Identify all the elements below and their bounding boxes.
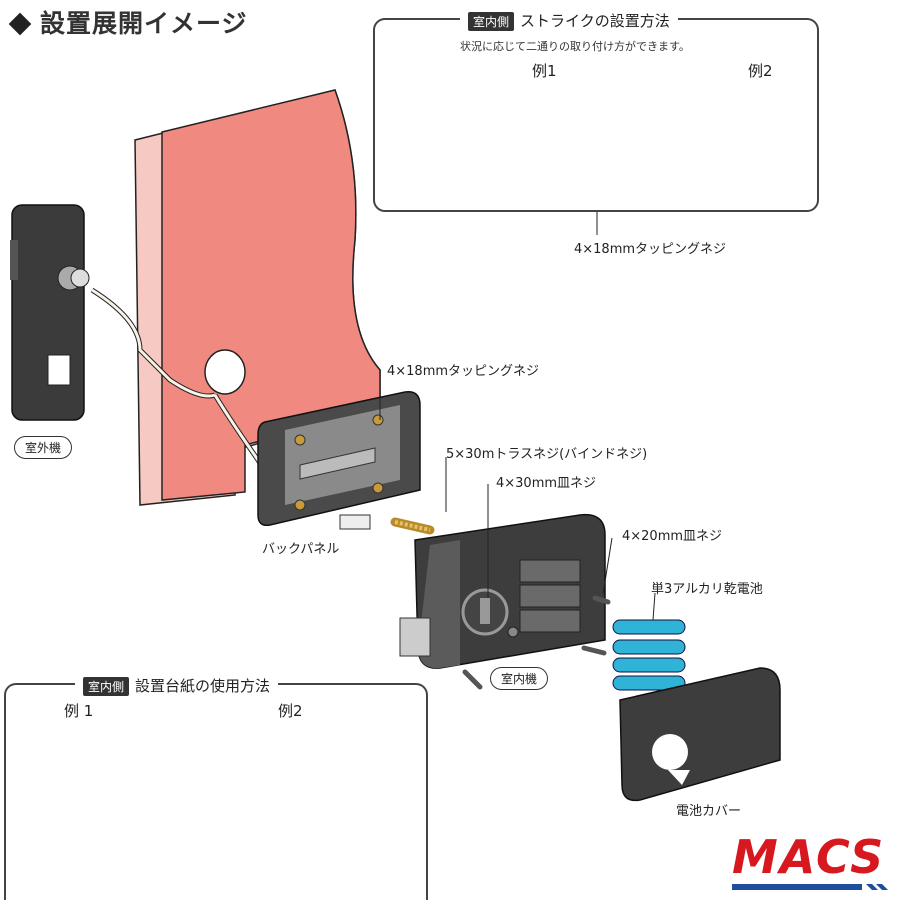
battery-illustration bbox=[612, 619, 686, 691]
back-panel-label: バックパネル bbox=[262, 542, 340, 557]
template-example-1-label: 例 1 bbox=[64, 702, 94, 720]
truss-screw-label: 5×30mトラスネジ(バインドネジ) bbox=[446, 447, 648, 462]
battery-cover-label: 電池カバー bbox=[676, 804, 742, 819]
outdoor-unit-label: 室外機 bbox=[14, 436, 73, 459]
template-usage-panel bbox=[4, 683, 428, 900]
strike-panel-heading: 室内側ストライクの設置方法 bbox=[460, 10, 678, 31]
strike-example-1-label: 例1 bbox=[532, 62, 557, 80]
strike-panel-note: 状況に応じて二通りの取り付け方ができます。 bbox=[460, 40, 690, 53]
flat-screw-30-label: 4×30mm皿ネジ bbox=[496, 476, 597, 491]
battery-cover-illustration bbox=[619, 667, 781, 802]
logo-text: MACS bbox=[732, 830, 886, 884]
outdoor-unit-illustration bbox=[10, 204, 90, 421]
back-panel-illustration bbox=[257, 391, 421, 530]
strike-example-2-label: 例2 bbox=[748, 62, 773, 80]
page-title: 設置展開イメージ bbox=[6, 4, 248, 40]
macs-logo: MACS bbox=[732, 830, 892, 896]
indoor-unit-label: 室内機 bbox=[490, 667, 549, 690]
indoor-side-tag: 室内側 bbox=[468, 12, 515, 31]
truss-screw-illustration bbox=[390, 517, 435, 535]
flat-screw-20-label: 4×20mm皿ネジ bbox=[622, 529, 723, 544]
logo-stripes-icon bbox=[732, 884, 888, 890]
indoor-side-tag: 室内側 bbox=[83, 677, 130, 696]
door-illustration bbox=[134, 89, 381, 506]
tapping-screw-label: 4×18mmタッピングネジ bbox=[387, 364, 540, 379]
template-example-2-label: 例2 bbox=[278, 702, 303, 720]
indoor-unit-illustration bbox=[399, 513, 606, 669]
strike-screw-label: 4×18mmタッピングネジ bbox=[574, 242, 727, 257]
template-panel-heading: 室内側設置台紙の使用方法 bbox=[75, 675, 279, 696]
battery-label: 単3アルカリ乾電池 bbox=[651, 582, 763, 597]
